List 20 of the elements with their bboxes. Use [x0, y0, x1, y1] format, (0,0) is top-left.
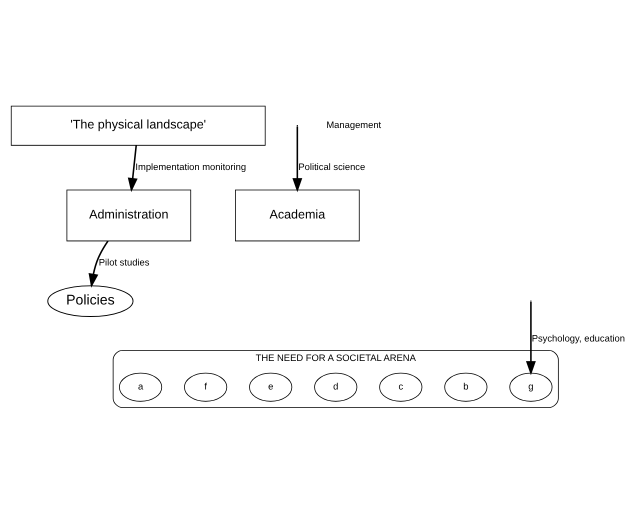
- node-box: Administration: [66, 189, 192, 241]
- node-ellipse: c: [379, 372, 422, 402]
- edge-label: Psychology, education: [532, 332, 625, 343]
- node-ellipse: Policies: [47, 284, 134, 316]
- node-box: 'The physical landscape': [10, 105, 266, 146]
- node-ellipse: e: [249, 372, 292, 402]
- node-ellipse: f: [184, 372, 228, 402]
- node-box: Academia: [235, 189, 360, 241]
- label: Management: [326, 118, 382, 130]
- arrow: [128, 144, 138, 192]
- arrow: [88, 240, 109, 288]
- arrow: [292, 126, 302, 192]
- node-ellipse: a: [119, 372, 162, 402]
- node-ellipse: b: [444, 372, 488, 402]
- edge-label: Implementation monitoring: [135, 160, 246, 172]
- edge-label: Pilot studies: [98, 256, 150, 268]
- edge-label: Political science: [298, 160, 366, 172]
- node-ellipse: g: [509, 372, 552, 402]
- node-ellipse: d: [314, 372, 358, 402]
- arrow: [526, 302, 536, 375]
